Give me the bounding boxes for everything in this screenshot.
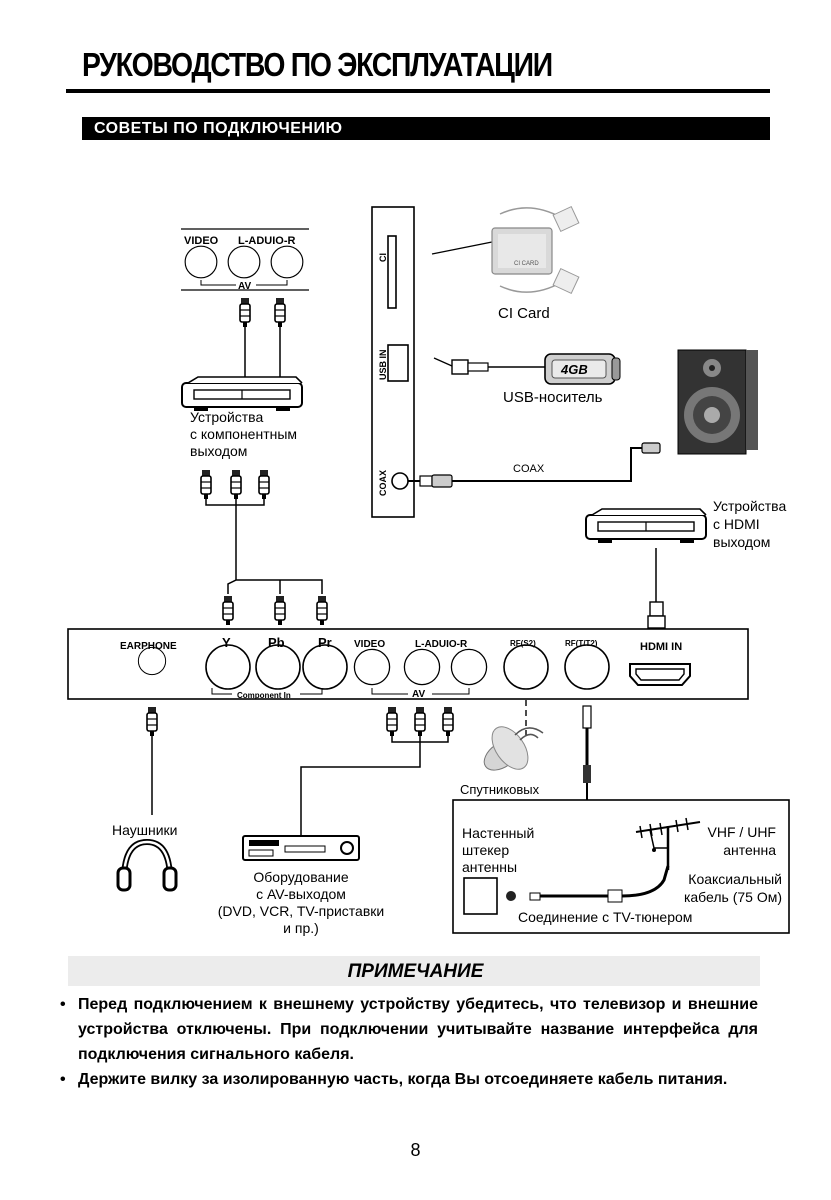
coax-port (391, 472, 409, 490)
antenna-box (452, 799, 790, 934)
rf-s2-label: RF(S2) (510, 639, 536, 648)
satellite-label: Спутниковых (460, 782, 540, 797)
page-number: 8 (410, 1140, 421, 1160)
y-jack (205, 644, 251, 690)
note-title: ПРИМЕЧАНИЕ (347, 961, 484, 982)
page-title: РУКОВОДСТВО ПО ЭКСПЛУАТАЦИИ (82, 46, 553, 83)
component-in-label: Component In (237, 691, 291, 700)
component-plug-1 (200, 469, 212, 500)
av-plug-2 (414, 706, 426, 737)
pr-jack (302, 644, 348, 690)
coax-cable (408, 442, 661, 488)
top-video-jack (184, 245, 218, 279)
audio-label: L-ADUIO-R (415, 639, 468, 650)
rf-t-label: RF(T/T2) (565, 639, 598, 648)
component-device-icon (181, 376, 303, 412)
satellite-dish-icon (483, 726, 544, 771)
note-item: Держите вилку за изолированную часть, ко… (58, 1067, 758, 1092)
usb-stick-icon (451, 353, 621, 385)
earphone-label: EARPHONE (120, 641, 177, 652)
headphones-label: Наушники (112, 822, 178, 838)
headphones-icon (116, 838, 178, 892)
av-plug-1 (386, 706, 398, 737)
audio-l-jack (403, 648, 441, 686)
wall-socket-icon (463, 877, 498, 915)
coax-cable-label: COAX (513, 463, 545, 475)
av-label: AV (412, 689, 426, 700)
top-audio-r-jack (270, 245, 304, 279)
pb-jack (255, 644, 301, 690)
note-banner (68, 956, 760, 986)
vhf-uhf-antenna-icon (635, 817, 701, 870)
tuner-connection-label: Соединение с TV-тюнером (518, 909, 693, 925)
audio-r-jack (450, 648, 488, 686)
wall-socket-label: Настенный штекер антенны (462, 825, 535, 875)
section-heading: СОВЕТЫ ПО ПОДКЛЮЧЕНИЮ (82, 117, 770, 140)
hdmi-port (629, 663, 691, 686)
usb-port (387, 344, 409, 382)
av-plug-3 (442, 706, 454, 737)
rf-cable (582, 705, 592, 800)
top-av-panel (181, 228, 309, 291)
ci-card-icon (491, 205, 580, 295)
speaker-icon (677, 349, 758, 455)
usb-capacity-label: 4GB (561, 362, 588, 377)
ci-card-label: CI Card (498, 305, 550, 322)
top-rca-plug-left (239, 297, 251, 328)
top-rca-plug-right (274, 297, 286, 328)
note-item: Перед подключением к внешнему устройству… (58, 992, 758, 1067)
usb-stick-label: USB-носитель (503, 389, 603, 406)
pr-label: Pr (318, 635, 332, 650)
usb-in-label: USB IN (378, 349, 388, 380)
top-audio-l-jack (227, 245, 261, 279)
component-in-plug-pr (316, 595, 328, 626)
note-list: Перед подключением к внешнему устройству… (58, 992, 758, 1092)
video-label: VIDEO (354, 639, 386, 650)
coax-cable-icon (529, 865, 670, 903)
video-jack (353, 648, 391, 686)
component-plug-2 (230, 469, 242, 500)
component-device-label: Устройства с компонентным выходом (190, 409, 298, 459)
hdmi-plug (647, 601, 666, 629)
component-plug-3 (258, 469, 270, 500)
av-device-label: Оборудование с AV-выходом (DVD, VCR, TV-… (217, 869, 385, 936)
coax-cable-spec-label: Коаксиальный кабель (75 Ом) (683, 871, 782, 905)
ci-card-chip-label: CI CARD (514, 261, 539, 267)
component-in-plug-pb (274, 595, 286, 626)
pb-label: Pb (268, 635, 285, 650)
ci-label: CI (378, 253, 388, 262)
ci-slot (387, 235, 397, 309)
component-in-plug-y (222, 595, 234, 626)
top-audio-label: L-ADUIO-R (238, 235, 296, 247)
coax-port-label: COAX (378, 469, 388, 496)
top-video-label: VIDEO (184, 235, 219, 247)
hdmi-device-label: Устройства с HDMI выходом (713, 498, 787, 550)
title-rule (66, 89, 770, 93)
hdmi-in-label: HDMI IN (640, 641, 683, 653)
av-device-icon (242, 835, 360, 861)
vhf-uhf-label: VHF / UHF антенна (707, 824, 776, 858)
earphone-plug (146, 706, 158, 737)
top-av-label: AV (238, 281, 252, 292)
wall-socket-connector (506, 891, 516, 901)
hdmi-device-icon (585, 508, 707, 544)
y-label: Y (222, 635, 231, 650)
